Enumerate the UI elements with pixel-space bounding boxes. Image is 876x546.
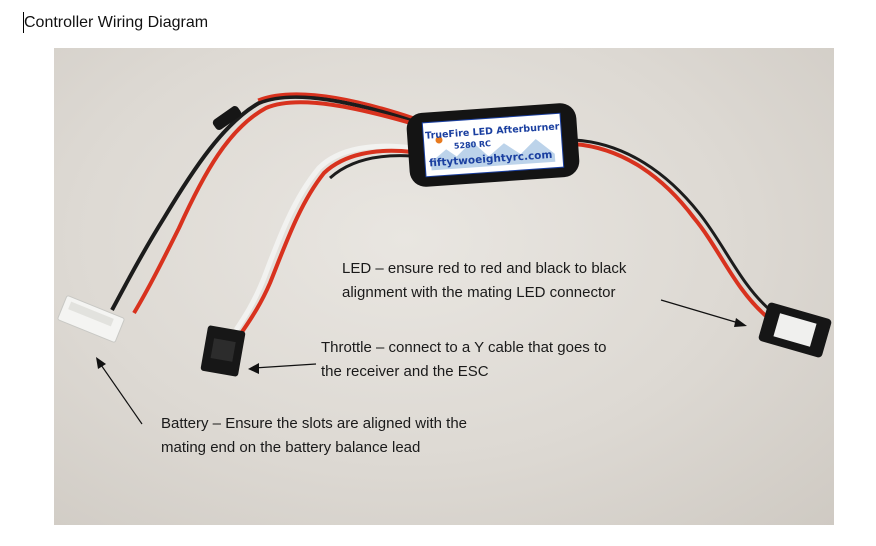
led-annotation-line2: alignment with the mating LED connector [342, 284, 616, 301]
battery-wires [110, 92, 415, 315]
controller-module: TrueFire LED Afterburner 5280 RC fiftytw… [406, 103, 580, 187]
controller-label-line2: 5280 RC [454, 139, 492, 151]
battery-connector [57, 295, 125, 343]
led-connector [758, 302, 832, 358]
throttle-annotation: Throttle – connect to a Y cable that goe… [321, 336, 606, 384]
throttle-arrowhead [248, 363, 259, 374]
throttle-wires [233, 143, 413, 334]
led-wires [573, 138, 771, 318]
wiring-illustration: TrueFire LED Afterburner 5280 RC fiftytw… [57, 92, 832, 425]
led-arrowhead [734, 318, 747, 327]
battery-annotation-line1: Battery – Ensure the slots are aligned w… [161, 415, 468, 432]
text-cursor [23, 12, 24, 33]
battery-annotation: Battery – Ensure the slots are aligned w… [161, 412, 467, 460]
throttle-annotation-line1: Throttle – connect to a Y cable that goe… [321, 339, 607, 356]
battery-annotation-line2: mating end on the battery balance lead [161, 439, 421, 456]
document-title: Controller Wiring Diagram [24, 14, 209, 31]
annotation-arrows [96, 299, 747, 425]
led-annotation: LED – ensure red to red and black to bla… [342, 257, 626, 305]
throttle-connector [200, 325, 246, 377]
throttle-annotation-line2: the receiver and the ESC [321, 363, 489, 380]
battery-arrowhead [96, 357, 106, 369]
controller-photo: TrueFire LED Afterburner 5280 RC fiftytw… [54, 48, 834, 525]
led-annotation-line1: LED – ensure red to red and black to bla… [342, 260, 627, 277]
